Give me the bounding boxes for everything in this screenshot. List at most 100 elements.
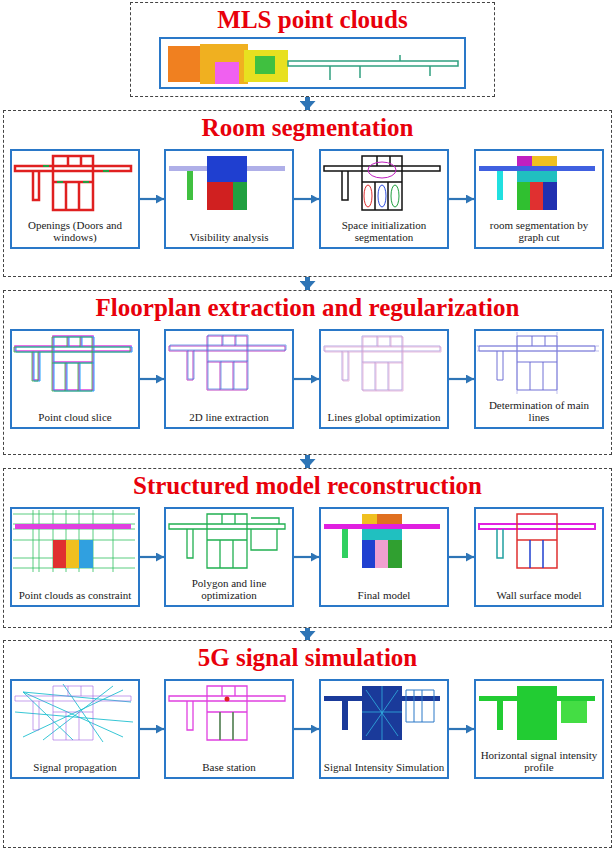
step-box: Polygon and line optimization	[164, 507, 294, 607]
wall-outline	[517, 514, 557, 568]
stage-title: MLS point clouds	[217, 6, 407, 35]
stage-title: Floorplan extraction and regularization	[96, 294, 520, 323]
step-caption: Signal Intensity Simulation	[323, 761, 445, 774]
step-caption: Space initialization segmentation	[323, 219, 445, 244]
room-fill	[324, 524, 440, 529]
room-fill	[66, 540, 79, 568]
step-arrow	[294, 198, 319, 200]
profile-fill	[497, 701, 503, 730]
step-caption: Lines global optimization	[323, 411, 445, 424]
line-extraction-image	[169, 335, 286, 390]
visibility-image	[169, 156, 285, 210]
global-optimization-image	[324, 336, 441, 391]
stage-band: 5G signal simulationSignal propagationBa…	[3, 640, 612, 848]
step-arrow	[294, 378, 319, 380]
stage-title: Room segmentation	[202, 114, 414, 143]
room-fill	[362, 540, 375, 568]
room-fill	[15, 524, 131, 529]
ray-lines	[15, 684, 133, 742]
floorplan-outline	[479, 336, 595, 390]
polygon-optimization-image	[169, 514, 285, 568]
step-arrow	[140, 728, 164, 730]
point-cloud-image	[160, 38, 465, 88]
floorplan-outline	[325, 337, 441, 391]
station-dot	[225, 697, 230, 702]
image-frame	[160, 38, 465, 88]
intensity-rays	[362, 686, 402, 740]
stage-title: Structured model reconstruction	[133, 472, 482, 501]
room-fill	[517, 171, 557, 182]
step-box: Openings (Doors and windows)	[10, 149, 140, 249]
step-box: Visibility analysis	[164, 149, 294, 249]
profile-fill	[517, 686, 557, 740]
step-box: Determination of main lines	[474, 329, 604, 429]
constraint-image	[13, 510, 135, 572]
floorplan-outline	[169, 336, 285, 390]
step-arrow	[294, 728, 319, 730]
room-fill	[543, 182, 557, 210]
step-caption: Determination of main lines	[478, 399, 600, 424]
step-caption: Base station	[168, 761, 290, 774]
door-marks	[43, 166, 109, 182]
floorplan-outline	[15, 686, 131, 740]
room-fill	[362, 529, 402, 540]
step-box: Space initialization segmentation	[319, 149, 449, 249]
space-seed	[364, 185, 372, 207]
step-box: Signal Intensity Simulation	[319, 679, 449, 779]
final-model-image	[324, 514, 440, 568]
step-box: Wall surface model	[474, 507, 604, 607]
step-box: Final model	[319, 507, 449, 607]
floorplan-outline	[324, 156, 440, 210]
floorplan-outline	[14, 337, 130, 391]
floorplan-outline	[15, 156, 131, 210]
floorplan-outline	[15, 336, 131, 390]
wall-outline	[497, 529, 503, 558]
step-box: Lines global optimization	[319, 329, 449, 429]
step-caption: 2D line extraction	[168, 411, 290, 424]
wall-outline	[220, 712, 233, 740]
step-caption: Signal propagation	[14, 761, 136, 774]
step-box: room segmentation by graph cut	[474, 149, 604, 249]
profile-image	[479, 686, 595, 740]
space-init-image	[324, 156, 440, 210]
room-fill	[375, 540, 388, 568]
room-fill	[53, 540, 66, 568]
intensity-image	[324, 686, 440, 740]
step-arrow	[449, 728, 474, 730]
base-station-image	[169, 686, 285, 740]
floorplan-outline	[170, 335, 286, 389]
step-box: 2D line extraction	[164, 329, 294, 429]
intensity-fill	[342, 701, 348, 730]
step-arrow	[449, 556, 474, 558]
step-arrow	[449, 378, 474, 380]
step-box: Point cloud slice	[10, 329, 140, 429]
step-caption: Horizontal signal intensity profile	[478, 749, 600, 774]
room-fill	[479, 166, 595, 171]
wall-model-image	[479, 514, 595, 568]
room-fill	[388, 540, 402, 568]
slice-image	[14, 336, 132, 391]
main-lines-image	[477, 332, 599, 394]
cloud-block	[200, 44, 248, 84]
step-caption: Wall surface model	[478, 589, 600, 602]
stage-band: Room segmentationOpenings (Doors and win…	[3, 110, 612, 277]
propagation-image	[15, 684, 133, 742]
cloud-block	[244, 50, 288, 82]
step-arrow	[140, 198, 164, 200]
floorplan-outline	[169, 514, 285, 568]
polygon-outline	[251, 518, 279, 550]
room-fill	[497, 171, 503, 200]
step-box: Point clouds as constraint	[10, 507, 140, 607]
step-box: Base station	[164, 679, 294, 779]
wall-outline	[530, 540, 543, 568]
step-caption: room segmentation by graph cut	[478, 219, 600, 244]
stage-arrow	[305, 277, 310, 290]
step-caption: Visibility analysis	[168, 231, 290, 244]
main-lines	[477, 332, 599, 394]
step-arrow	[294, 556, 319, 558]
step-arrow	[140, 556, 164, 558]
room-fill	[79, 540, 93, 568]
room-fill	[377, 514, 402, 524]
stage-band: MLS point clouds	[130, 2, 495, 97]
floorplan-outline	[324, 336, 440, 390]
